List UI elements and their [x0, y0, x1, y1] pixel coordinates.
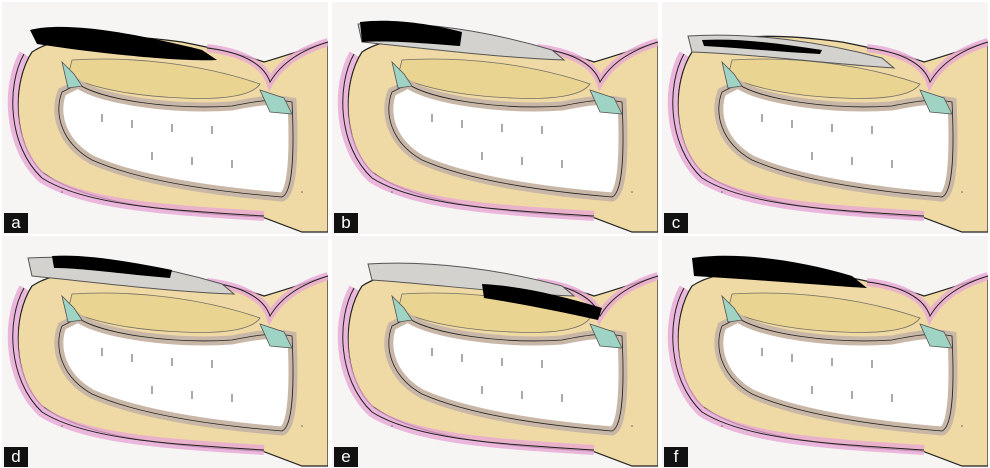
panel-label: f [664, 447, 688, 467]
panel-a: a [2, 2, 328, 234]
panel-label: c [664, 213, 688, 233]
panel-label: b [334, 213, 358, 233]
panel-e: e [332, 236, 658, 468]
panel-label: d [4, 447, 28, 467]
panel-label: e [334, 447, 358, 467]
nail-diagram-f [662, 236, 988, 468]
panel-c: c [662, 2, 988, 234]
panel-label: a [4, 213, 28, 233]
panel-d: d [2, 236, 328, 468]
panel-f: f [662, 236, 988, 468]
nail-diagram-c [662, 2, 988, 234]
nail-diagram-d [2, 236, 328, 468]
nail-diagram-a [2, 2, 328, 234]
panel-b: b [332, 2, 658, 234]
nail-diagram-e [332, 236, 658, 468]
nail-diagram-b [332, 2, 658, 234]
